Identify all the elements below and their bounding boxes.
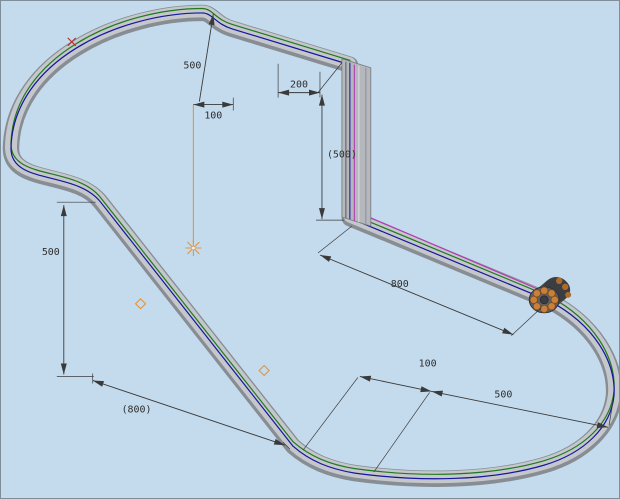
wall-face[interactable] <box>341 58 372 227</box>
sprocket-teeth-ring <box>529 286 559 314</box>
sweep-track[interactable] <box>11 8 614 478</box>
sprocket-tooth <box>556 277 563 285</box>
sprocket-tooth <box>561 283 569 291</box>
vertex-marker-red[interactable] <box>67 37 77 47</box>
dimension-top-run: 200 <box>277 63 321 98</box>
extension-line <box>302 377 359 451</box>
dimension-label[interactable]: 200 <box>290 80 308 91</box>
dimension-chute-length: 800 <box>317 225 542 336</box>
dimension-line[interactable] <box>431 390 609 429</box>
dimension-leader-line[interactable] <box>198 13 215 102</box>
track-band-body[interactable] <box>11 13 614 479</box>
dimension-label[interactable]: 100 <box>204 111 222 122</box>
dimension-label[interactable]: 500 <box>42 247 60 258</box>
extension-line <box>317 225 353 254</box>
sprocket-center <box>539 295 549 305</box>
dimension-top-offset: 100 <box>193 97 234 122</box>
sprocket-tooth <box>565 291 572 298</box>
dimension-label[interactable]: 500 <box>494 389 512 400</box>
datum-point-diamond-left[interactable] <box>134 298 147 310</box>
dimension-wall-height: (500) <box>315 62 357 221</box>
extension-line <box>373 392 430 473</box>
dimension-line[interactable] <box>319 254 514 336</box>
datum-features <box>134 104 270 377</box>
extension-line <box>317 62 343 93</box>
extension-line <box>608 401 614 426</box>
dimension-label[interactable]: 800 <box>391 279 409 290</box>
dimension-label[interactable]: 100 <box>419 359 437 370</box>
dimension-bottom-offset: 100 <box>302 359 437 473</box>
trajectory-edge-blue[interactable] <box>10 12 615 480</box>
datum-point-star[interactable] <box>185 240 202 256</box>
dimension-bottom-run: (800) <box>92 373 291 450</box>
vertical-wall[interactable] <box>341 58 372 227</box>
dimension-label[interactable]: (500) <box>327 149 357 160</box>
dimension-label[interactable]: 500 <box>183 61 201 72</box>
dimension-label[interactable]: (800) <box>122 404 152 415</box>
datum-point-diamond-center[interactable] <box>258 364 270 377</box>
dimension-left-drop: 500 <box>42 201 96 377</box>
trajectory-edge-magenta[interactable] <box>352 209 545 293</box>
track-band-top-face <box>11 11 614 477</box>
dimension-arc-radius: 500 <box>183 13 215 102</box>
dimension-line[interactable] <box>92 380 286 446</box>
extension-line <box>511 307 542 336</box>
dimension-line[interactable] <box>359 375 432 393</box>
sprocket[interactable] <box>528 276 572 314</box>
trajectory-edge-green[interactable] <box>10 7 615 475</box>
dimension-corner-radius: 500 <box>431 389 614 429</box>
